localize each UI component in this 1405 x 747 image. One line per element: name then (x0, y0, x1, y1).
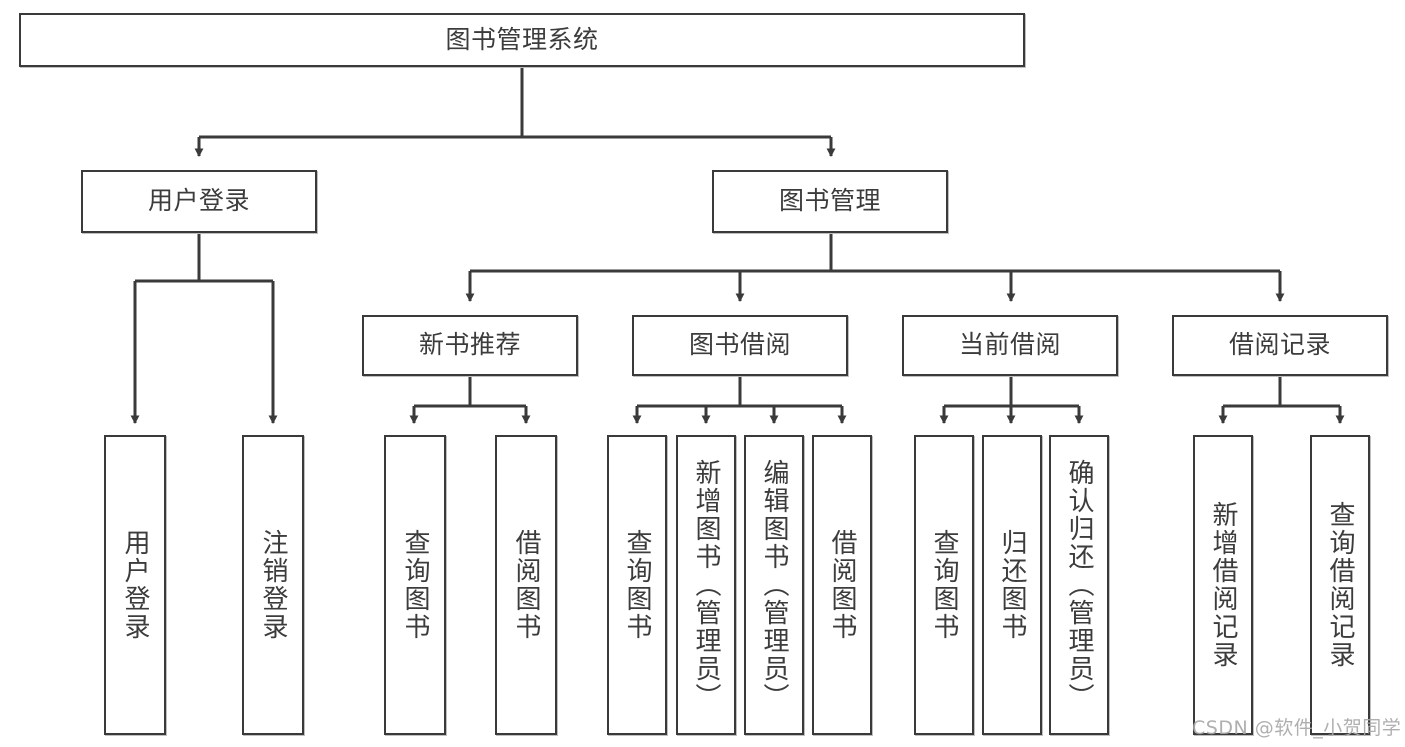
node-book-borrow[interactable]: 图书借阅 (632, 315, 848, 376)
node-label-leaf-add-book: 新增图书（管理员） (691, 459, 721, 711)
node-label-leaf-query-book-1: 查询图书 (400, 529, 430, 641)
node-label-leaf-user-login: 用户登录 (120, 529, 150, 641)
node-label-current-borrow: 当前借阅 (958, 330, 1061, 360)
node-leaf-add-record[interactable]: 新增借阅记录 (1193, 435, 1253, 735)
node-label-leaf-query-book-2: 查询图书 (622, 529, 652, 641)
node-leaf-add-book[interactable]: 新增图书（管理员） (676, 435, 736, 735)
node-label-leaf-confirm-return: 确认归还（管理员） (1064, 459, 1094, 711)
node-label-new-book-recommend: 新书推荐 (418, 330, 521, 360)
node-leaf-query-book-2[interactable]: 查询图书 (607, 435, 667, 735)
node-label-leaf-borrow-book-2: 借阅图书 (827, 529, 857, 641)
node-label-book-borrow: 图书借阅 (688, 330, 791, 360)
node-leaf-edit-book[interactable]: 编辑图书（管理员） (744, 435, 804, 735)
node-leaf-borrow-book-2[interactable]: 借阅图书 (812, 435, 872, 735)
watermark-text: CSDN @软件_小贺同学 (1192, 717, 1402, 739)
node-label-leaf-query-record: 查询借阅记录 (1325, 501, 1355, 669)
node-leaf-confirm-return[interactable]: 确认归还（管理员） (1049, 435, 1109, 735)
node-current-borrow[interactable]: 当前借阅 (902, 315, 1118, 376)
node-label-book-management: 图书管理 (778, 186, 881, 216)
node-user-login[interactable]: 用户登录 (81, 170, 317, 233)
node-label-leaf-add-record: 新增借阅记录 (1208, 501, 1238, 669)
node-leaf-query-book-3[interactable]: 查询图书 (914, 435, 974, 735)
node-label-user-login: 用户登录 (147, 186, 250, 216)
node-label-leaf-logout-login: 注销登录 (258, 529, 288, 641)
node-label-leaf-borrow-book-1: 借阅图书 (511, 529, 541, 641)
node-label-root: 图书管理系统 (445, 24, 599, 54)
node-leaf-logout-login[interactable]: 注销登录 (242, 435, 304, 735)
node-book-management[interactable]: 图书管理 (712, 170, 948, 233)
node-leaf-return-book[interactable]: 归还图书 (982, 435, 1042, 735)
node-label-leaf-return-book: 归还图书 (997, 529, 1027, 641)
node-root-system[interactable]: 图书管理系统 (19, 13, 1025, 67)
node-label-borrow-record: 借阅记录 (1228, 330, 1331, 360)
node-leaf-query-book-1[interactable]: 查询图书 (384, 435, 446, 735)
node-leaf-query-record[interactable]: 查询借阅记录 (1310, 435, 1370, 735)
node-label-leaf-query-book-3: 查询图书 (929, 529, 959, 641)
node-leaf-user-login[interactable]: 用户登录 (104, 435, 166, 735)
node-leaf-borrow-book-1[interactable]: 借阅图书 (495, 435, 557, 735)
node-borrow-record[interactable]: 借阅记录 (1172, 315, 1388, 376)
node-label-leaf-edit-book: 编辑图书（管理员） (759, 459, 789, 711)
node-new-book-recommend[interactable]: 新书推荐 (362, 315, 578, 376)
